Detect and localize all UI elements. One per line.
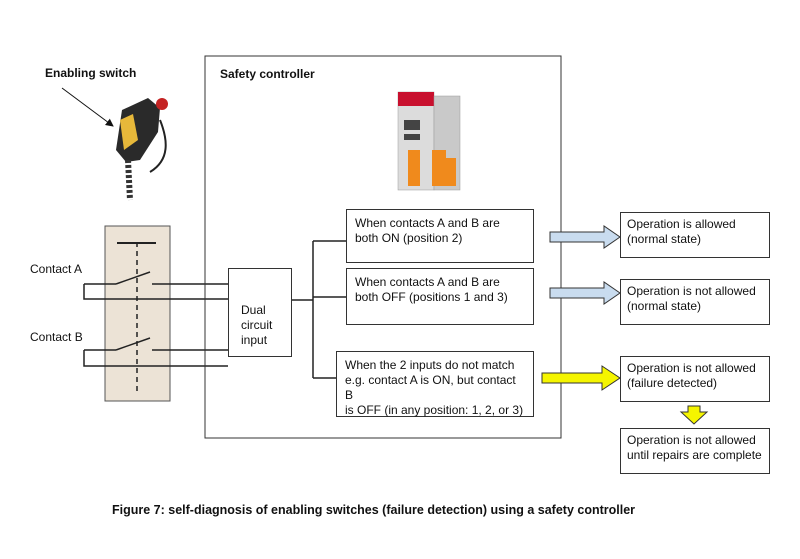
contact-b-wiring: [83, 337, 228, 367]
condition-box-mismatch: When the 2 inputs do not match e.g. cont…: [336, 351, 534, 417]
result-box-allowed: Operation is allowed (normal state): [620, 212, 770, 258]
result-line: Operation is allowed: [627, 217, 736, 231]
result-line: Operation is not allowed: [627, 433, 756, 447]
result-box-not-allowed-normal: Operation is not allowed (normal state): [620, 279, 770, 325]
figure-caption: Figure 7: self-diagnosis of enabling swi…: [112, 503, 636, 517]
result-line: until repairs are complete: [627, 448, 762, 462]
condition-line: both ON (position 2): [355, 231, 463, 245]
result-box-failure-detected: Operation is not allowed (failure detect…: [620, 356, 770, 402]
safety-controller-frame: [204, 55, 562, 439]
condition-box-both-on: When contacts A and B are both ON (posit…: [346, 209, 534, 263]
enabling-switch-device: [116, 98, 168, 201]
result-line: (normal state): [627, 299, 702, 313]
dual-circuit-line-1: Dual: [241, 303, 266, 317]
dual-circuit-input-box: Dual circuit input: [228, 268, 292, 357]
controller-internal-wiring: [292, 240, 346, 379]
condition-line: When the 2 inputs do not match: [345, 358, 515, 372]
dual-circuit-line-2: circuit: [241, 318, 273, 332]
condition-line: When contacts A and B are: [355, 216, 500, 230]
contact-b-label: Contact B: [30, 330, 83, 344]
result-line: Operation is not allowed: [627, 361, 756, 375]
condition-box-both-off: When contacts A and B are both OFF (posi…: [346, 268, 534, 325]
condition-line: When contacts A and B are: [355, 275, 500, 289]
arrow-not-allowed: [549, 281, 621, 305]
condition-line: both OFF (positions 1 and 3): [355, 290, 508, 304]
condition-line: is OFF (in any position: 1, 2, or 3): [345, 403, 524, 417]
result-box-until-repairs: Operation is not allowed until repairs a…: [620, 428, 770, 474]
safety-controller-label: Safety controller: [220, 67, 315, 81]
result-line: Operation is not allowed: [627, 284, 756, 298]
contact-a-label: Contact A: [30, 262, 83, 276]
arrow-allowed: [549, 225, 621, 249]
condition-line: e.g. contact A is ON, but contact B: [345, 373, 516, 402]
contact-a-wiring: [83, 271, 228, 300]
dual-circuit-line-3: input: [241, 333, 268, 347]
arrow-down-failure: [679, 405, 709, 425]
controller-image: [397, 91, 461, 191]
result-line: (failure detected): [627, 376, 718, 390]
result-line: (normal state): [627, 232, 702, 246]
enabling-switch-label: Enabling switch: [45, 66, 137, 80]
pointer-arrow: [61, 87, 114, 127]
arrow-failure: [541, 365, 621, 391]
